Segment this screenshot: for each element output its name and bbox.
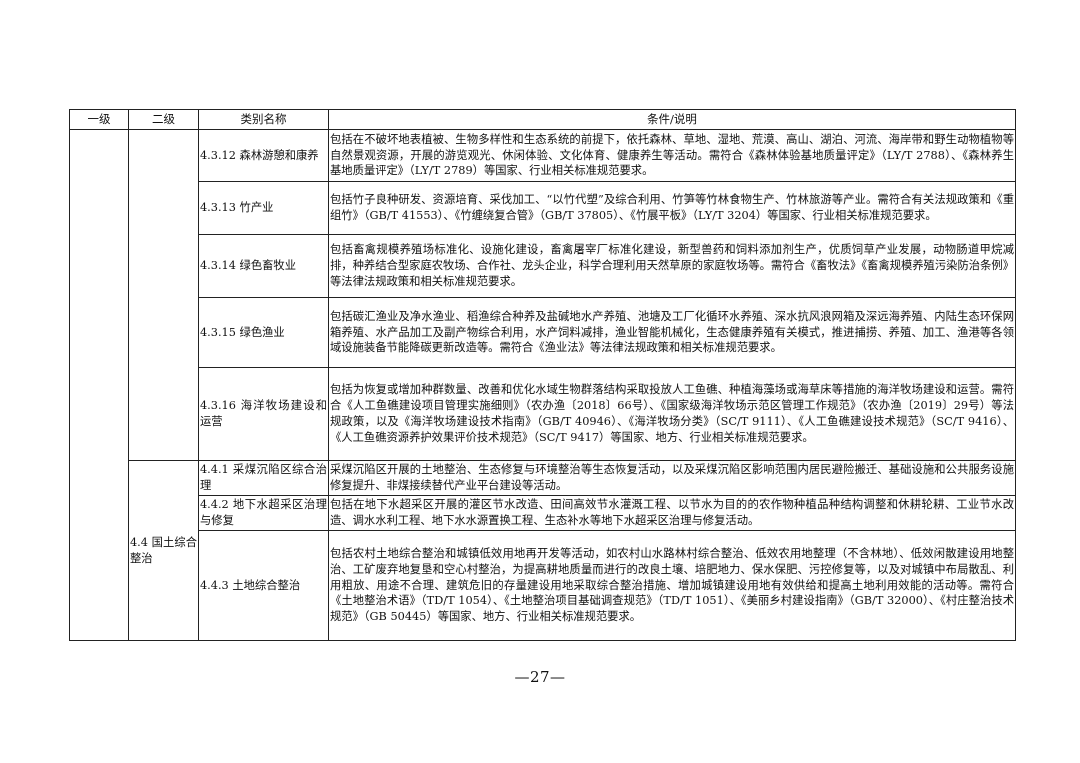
category-name: 4.4.2 地下水超采区治理与修复 <box>198 495 329 531</box>
table-row: 4.3.15 绿色渔业 包括碳汇渔业及净水渔业、稻渔综合种养及盐碱地水产养殖、池… <box>70 297 1016 368</box>
table-row: 4.4 国土综合整治 4.4.1 采煤沉陷区综合治理 采煤沉陷区开展的土地整治、… <box>70 460 1016 641</box>
category-description: 包括竹子良种研发、资源培育、采伐加工、“以竹代塑”及综合利用、竹笋等竹林食物生产… <box>328 181 1016 235</box>
header-level1: 一级 <box>69 109 129 130</box>
table-row: 4.3.14 绿色畜牧业 包括畜禽规模养殖场标准化、设施化建设，畜禽屠宰厂标准化… <box>70 234 1016 298</box>
category-name: 4.4.1 采煤沉陷区综合治理 <box>198 460 329 496</box>
table-row: 4.4.2 地下水超采区治理与修复 包括在地下水超采区开展的灌区节水改造、田间高… <box>70 495 1016 531</box>
category-name: 4.3.15 绿色渔业 <box>198 297 329 368</box>
level1-cell <box>69 129 129 641</box>
category-name: 4.3.14 绿色畜牧业 <box>198 234 329 298</box>
category-name: 4.4.3 土地综合整治 <box>198 530 329 641</box>
category-description: 包括为恢复或增加种群数量、改善和优化水域生物群落结构采取投放人工鱼礁、种植海藻场… <box>328 367 1016 461</box>
page-number: —27— <box>514 668 566 686</box>
category-description: 采煤沉陷区开展的土地整治、生态修复与环境整治等生态恢复活动，以及采煤沉陷区影响范… <box>328 460 1016 496</box>
category-name: 4.3.16 海洋牧场建设和运营 <box>198 367 329 461</box>
category-name: 4.3.13 竹产业 <box>198 181 329 235</box>
category-name: 4.3.12 森林游憩和康养 <box>198 129 329 182</box>
category-description: 包括畜禽规模养殖场标准化、设施化建设，畜禽屠宰厂标准化建设，新型兽药和饲料添加剂… <box>328 234 1016 298</box>
header-category-name: 类别名称 <box>198 109 329 130</box>
table-row: 4.3.13 竹产业 包括竹子良种研发、资源培育、采伐加工、“以竹代塑”及综合利… <box>70 181 1016 235</box>
header-conditions: 条件/说明 <box>328 109 1016 130</box>
table-row: 4.3.12 森林游憩和康养 包括在不破坏地表植被、生物多样性和生态系统的前提下… <box>69 129 1016 641</box>
header-level2: 二级 <box>128 109 199 130</box>
category-description: 包括农村土地综合整治和城镇低效用地再开发等活动，如农村山水路林村综合整治、低效农… <box>328 530 1016 641</box>
category-description: 包括在地下水超采区开展的灌区节水改造、田间高效节水灌溉工程、以节水为目的的农作物… <box>328 495 1016 531</box>
category-description: 包括碳汇渔业及净水渔业、稻渔综合种养及盐碱地水产养殖、池塘及工厂化循环水养殖、深… <box>328 297 1016 368</box>
level2-cell: 4.4 国土综合整治 <box>128 460 199 641</box>
table-row: 4.4.3 土地综合整治 包括农村土地综合整治和城镇低效用地再开发等活动，如农村… <box>70 530 1016 641</box>
classification-table: 一级 二级 类别名称 条件/说明 4.3.12 森林游憩和康养 包括在不破坏地表… <box>69 109 1016 641</box>
table-header-row: 一级 二级 类别名称 条件/说明 <box>69 109 1016 130</box>
category-description: 包括在不破坏地表植被、生物多样性和生态系统的前提下，依托森林、草地、湿地、荒漠、… <box>328 129 1016 182</box>
level2-cell <box>128 129 199 461</box>
table-row: 4.3.16 海洋牧场建设和运营 包括为恢复或增加种群数量、改善和优化水域生物群… <box>70 367 1016 461</box>
